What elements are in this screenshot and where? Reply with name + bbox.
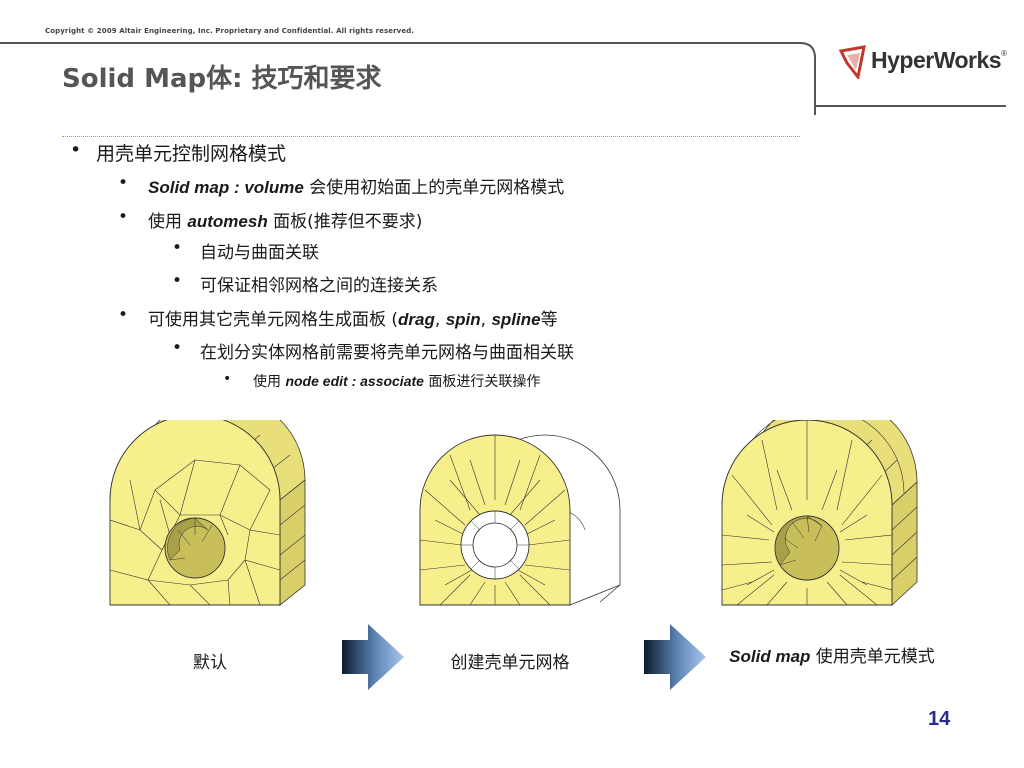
figure-default-mesh [109, 420, 306, 606]
arrow-right-icon [644, 624, 706, 690]
bullet-item: • 可保证相邻网格之间的连接关系 [172, 271, 438, 296]
bullet-item: • 自动与曲面关联 [172, 238, 319, 263]
registered-mark: ® [1001, 49, 1007, 58]
figure-solid-map-mesh [721, 420, 918, 606]
bullet-item: • 可使用其它壳单元网格生成面板 (drag, spin, spline等 [118, 305, 558, 330]
caption-shell-mesh: 创建壳单元网格 [450, 653, 570, 673]
hyperworks-logo: HyperWorks® [838, 45, 1007, 79]
arrow-right-icon [342, 624, 404, 690]
bullet-item: • 使用 automesh 面板(推荐但不要求) [118, 207, 423, 232]
bullet-item: • 使用 node edit : associate 面板进行关联操作 [223, 371, 541, 390]
figure-shell-mesh [419, 434, 621, 606]
bullet-item: • Solid map : volume 会使用初始面上的壳单元网格模式 [118, 173, 565, 198]
title-divider [62, 136, 800, 137]
logo-mark-icon [838, 45, 866, 79]
header-rule [0, 42, 1006, 115]
caption-default: 默认 [193, 653, 227, 673]
caption-solid-map: Solid map 使用壳单元模式 [729, 647, 935, 667]
bullet-item: • 在划分实体网格前需要将壳单元网格与曲面相关联 [172, 338, 574, 363]
bullet-item: • 用壳单元控制网格模式 [70, 139, 287, 165]
page-number: 14 [928, 708, 951, 730]
logo-text: HyperWorks [871, 47, 1002, 73]
page-title: Solid Map体: 技巧和要求 [62, 64, 382, 94]
copyright-notice: Copyright © 2009 Altair Engineering, Inc… [45, 27, 415, 35]
